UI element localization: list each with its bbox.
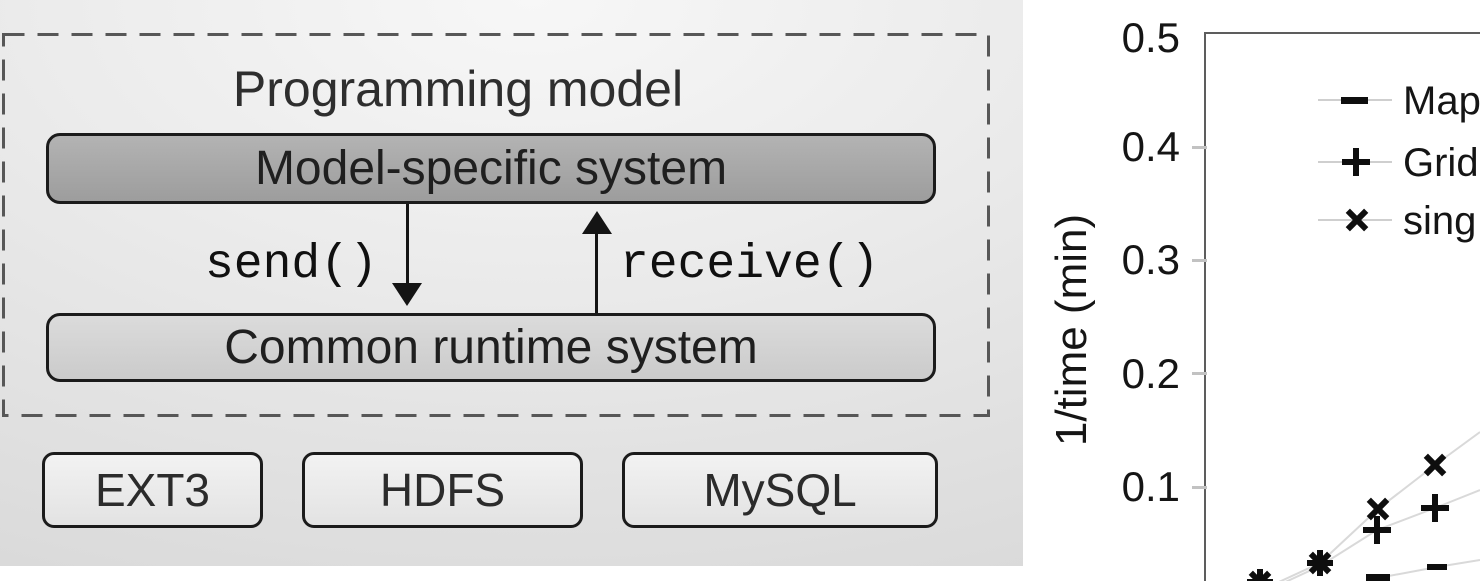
y-axis-line <box>1204 32 1206 581</box>
data-point-dash <box>1427 564 1447 570</box>
legend-plus-marker-icon <box>1342 148 1370 176</box>
y-tick <box>1192 146 1207 149</box>
y-tick-label: 0.5 <box>1121 14 1180 61</box>
data-point-plus <box>1421 494 1449 522</box>
storage-box-ext3: EXT3 <box>42 452 263 528</box>
data-point-dash <box>1366 574 1390 581</box>
receive-arrow-head-icon <box>582 211 612 234</box>
model-specific-system-box: Model-specific system <box>46 133 936 204</box>
data-point-overlap-star <box>1307 550 1333 576</box>
diagram-title: Programming model <box>232 61 684 117</box>
send-arrow-line <box>406 204 409 285</box>
storage-label-mysql: MySQL <box>703 464 857 516</box>
y-tick-label: 0.4 <box>1121 123 1180 170</box>
storage-box-hdfs: HDFS <box>302 452 583 528</box>
receive-label: receive() <box>620 238 880 292</box>
legend-entry-sing: sing <box>1403 199 1477 243</box>
legend-entry-map: Map <box>1403 79 1480 123</box>
programming-model-dashed-border <box>2 33 990 417</box>
model-specific-system-label: Model-specific system <box>254 142 728 195</box>
series-line-map <box>1367 559 1480 581</box>
legend-entry-grid: Grid <box>1403 141 1479 185</box>
y-tick <box>1192 259 1207 262</box>
y-tick <box>1192 486 1207 489</box>
y-tick-label: 0.2 <box>1121 350 1180 397</box>
y-tick <box>1192 372 1207 375</box>
data-point-plus <box>1363 516 1391 544</box>
storage-label-hdfs: HDFS <box>379 464 506 516</box>
plot-top-border <box>1204 32 1480 34</box>
send-label: send() <box>205 238 378 292</box>
common-runtime-system-label: Common runtime system <box>224 321 758 374</box>
send-arrow-head-icon <box>392 283 422 306</box>
storage-box-mysql: MySQL <box>622 452 938 528</box>
common-runtime-system-box: Common runtime system <box>46 313 936 382</box>
data-point-overlap-star <box>1247 569 1273 581</box>
storage-label-ext3: EXT3 <box>94 464 211 516</box>
legend-dash-marker-icon <box>1341 97 1368 104</box>
y-axis-title: 1/time (min) <box>1047 213 1096 447</box>
y-tick-label: 0.3 <box>1121 236 1180 283</box>
programming-model-panel: Programming model Model-specific system … <box>0 0 1023 566</box>
y-tick-label: 0.1 <box>1121 463 1180 510</box>
receive-arrow-line <box>595 232 598 313</box>
